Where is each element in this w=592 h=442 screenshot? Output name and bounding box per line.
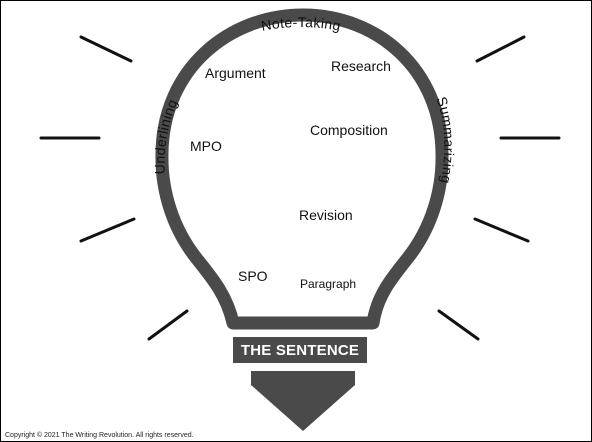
- label-argument: Argument: [205, 65, 266, 81]
- label-research: Research: [331, 58, 391, 74]
- ray-right-1: [475, 35, 526, 63]
- label-composition: Composition: [310, 122, 388, 138]
- label-paragraph: Paragraph: [300, 277, 357, 291]
- label-spo: SPO: [238, 268, 268, 284]
- bulb-outline: [155, 8, 449, 330]
- ray-right-3: [473, 217, 530, 243]
- ray-left-4: [147, 309, 189, 341]
- ray-right-4: [437, 309, 480, 341]
- the-sentence-banner: THE SENTENCE: [233, 337, 367, 363]
- label-mpo: MPO: [190, 138, 222, 154]
- ray-left-3: [79, 217, 136, 243]
- down-arrow: [251, 371, 355, 431]
- ray-left-1: [79, 35, 133, 63]
- label-revision: Revision: [299, 207, 353, 223]
- arc-label-left: Underlining: [151, 97, 180, 175]
- copyright-notice: Copyright © 2021 The Writing Revolution.…: [5, 432, 194, 439]
- arc-label-top: Note-Taking: [260, 14, 342, 34]
- light-rays: [39, 35, 561, 341]
